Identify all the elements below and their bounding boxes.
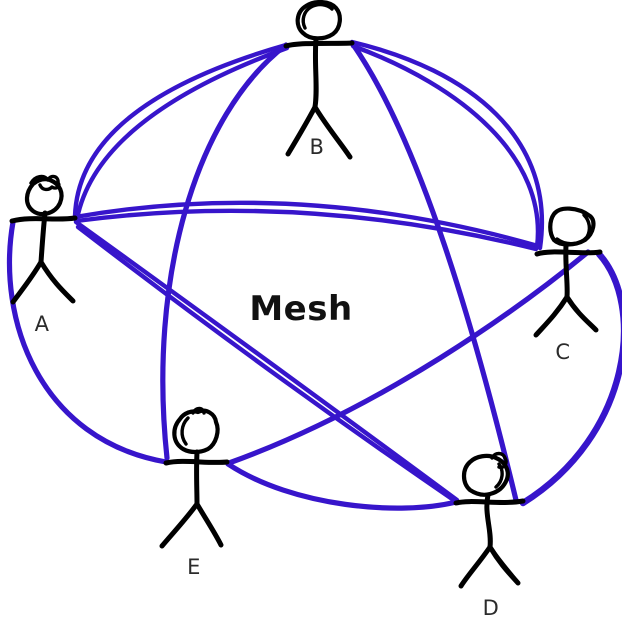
figure-a-head [24, 177, 64, 217]
figure-e-head-scribble [180, 406, 206, 446]
figure-d-right-leg-stroke2 [490, 547, 518, 582]
figure-b-body [312, 36, 319, 110]
figure-b-right-leg [312, 104, 353, 160]
stick-figure-d [453, 451, 526, 589]
figure-e-left-leg [159, 501, 200, 549]
figure-e-arms [163, 458, 230, 466]
figure-d-arms [453, 498, 526, 506]
figure-e-right-leg [194, 501, 224, 548]
figure-a-arms [9, 215, 78, 224]
edge-a-e [6, 219, 169, 465]
stick-figure-c [533, 206, 603, 338]
figure-e-head [172, 408, 220, 455]
stick-figure-e [159, 406, 230, 549]
edge-a-c [72, 200, 541, 249]
node-label-e: E [187, 555, 201, 579]
figure-b-arms [283, 40, 355, 49]
figure-c-left-leg [533, 294, 570, 338]
edge-b-c [349, 39, 544, 251]
node-label-a: A [34, 312, 50, 336]
edge-a-b [72, 42, 289, 219]
figure-b-left-leg [285, 104, 318, 157]
figure-d-head-scribble [490, 451, 508, 489]
edge-a-b-stroke2 [74, 45, 290, 222]
edge-b-d [349, 40, 519, 503]
edge-e-d [225, 461, 459, 511]
figure-c-head-scribble [555, 213, 592, 246]
node-label-d: D [482, 596, 500, 620]
figure-d-left-leg [458, 544, 493, 589]
figure-b-head [295, 0, 342, 41]
figure-b-head-scribble [301, 2, 334, 30]
figure-c-right-leg [564, 294, 599, 333]
node-label-b: B [309, 135, 325, 159]
edge-c-e [226, 249, 591, 466]
node-label-c: C [555, 340, 571, 364]
figure-c-arms [534, 249, 603, 257]
edge-a-d-stroke2 [75, 224, 461, 506]
edge-a-d [73, 219, 460, 503]
edge-a-c-stroke2 [73, 208, 539, 252]
stick-figure-b [283, 0, 355, 160]
edge-b-c-stroke2 [350, 43, 541, 250]
diagram-title: Mesh [249, 289, 353, 329]
figure-a-right-leg [38, 259, 76, 304]
figure-a-left-leg [10, 259, 44, 305]
stick-figure-a [9, 174, 78, 305]
edge-c-d [519, 250, 622, 507]
edge-b-e [160, 42, 289, 461]
edges-group [6, 39, 622, 511]
figure-a-hat-scribble [29, 174, 61, 192]
